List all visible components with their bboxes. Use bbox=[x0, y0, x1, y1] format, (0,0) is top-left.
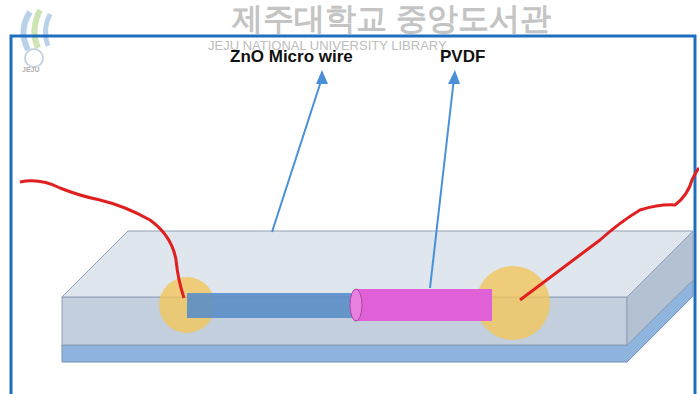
watermark-title: 제주대학교 중앙도서관 bbox=[232, 2, 551, 36]
leader-arrowhead bbox=[448, 70, 460, 84]
pvdf-end bbox=[350, 289, 362, 321]
frame bbox=[11, 36, 695, 394]
library-logo bbox=[23, 10, 50, 67]
part-label: ZnO Micro wire bbox=[230, 48, 353, 67]
lead-wire bbox=[20, 181, 184, 298]
zno-wire bbox=[187, 293, 357, 318]
lead-wire bbox=[520, 168, 699, 300]
pvdf-coating bbox=[356, 289, 492, 321]
logo-text: JEJU bbox=[22, 66, 40, 74]
leader-line bbox=[430, 78, 454, 288]
leader-arrowhead bbox=[316, 70, 328, 84]
leader-line bbox=[272, 78, 322, 232]
part-label: PVDF bbox=[440, 48, 485, 67]
